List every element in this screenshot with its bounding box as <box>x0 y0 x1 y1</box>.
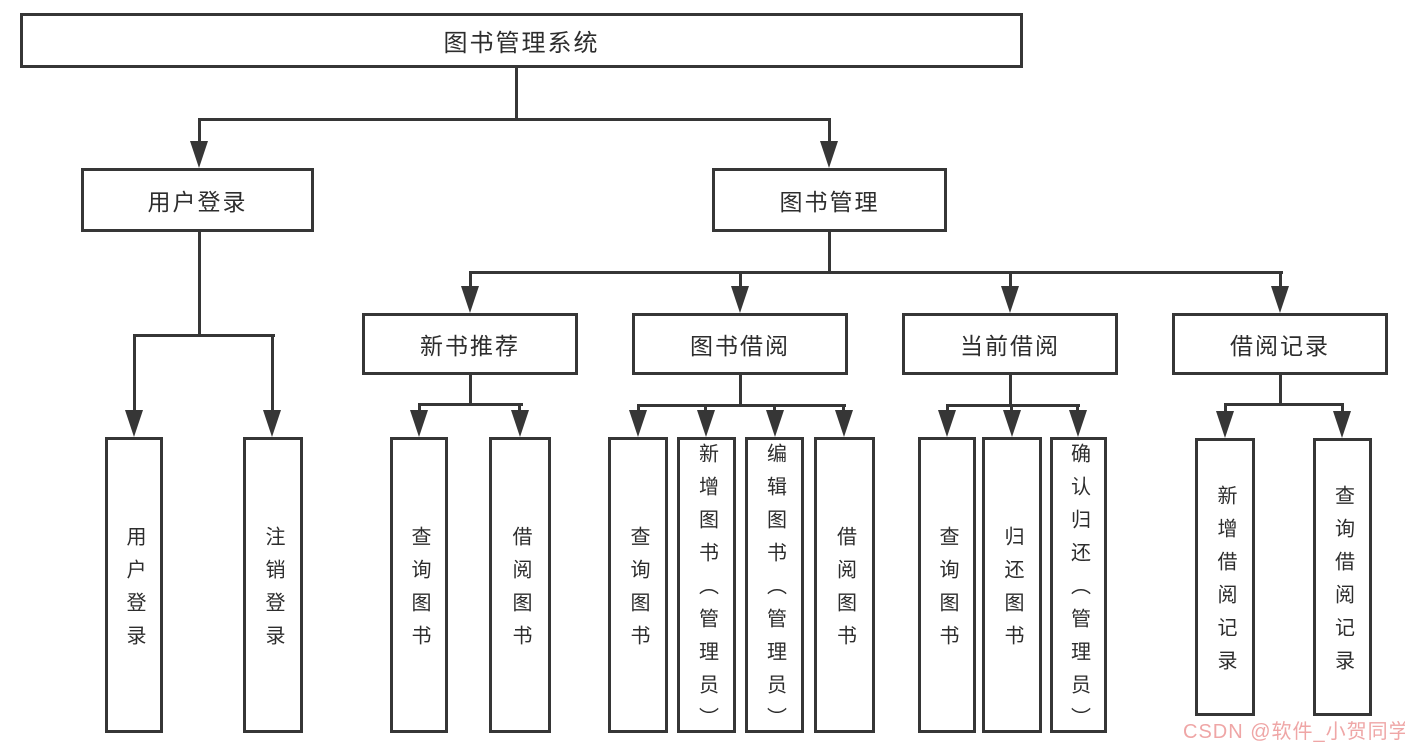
leaf-label: 查询图书 <box>408 525 430 658</box>
leaf-label: 用户登录 <box>123 525 145 658</box>
connector-drop <box>773 404 776 413</box>
leaf-label: 确认归还（管理员） <box>1067 443 1090 740</box>
leaf-borrow-books-recommend: 借阅图书 <box>489 437 551 733</box>
connector-drop <box>198 118 201 144</box>
connector-drop <box>739 271 742 289</box>
connector-drop <box>1224 403 1227 414</box>
connector-drop <box>946 404 949 413</box>
arrowhead <box>263 410 281 437</box>
leaf-confirm-return-admin: 确认归还（管理员） <box>1050 437 1107 740</box>
connector-root-stem <box>515 68 518 120</box>
node-label: 用户登录 <box>147 189 248 215</box>
connector-drop <box>418 403 421 413</box>
node-new-book-recommendation: 新书推荐 <box>362 313 578 375</box>
leaf-label: 编辑图书（管理员） <box>763 443 786 740</box>
connector-borrow-stem <box>739 375 742 407</box>
arrowhead <box>1271 286 1289 313</box>
leaf-label: 注销登录 <box>262 525 284 658</box>
arrowhead <box>511 410 529 437</box>
leaf-label: 查询借阅记录 <box>1331 484 1354 683</box>
node-book-borrowing: 图书借阅 <box>632 313 848 375</box>
node-label: 新书推荐 <box>420 333 520 359</box>
connector-drop <box>637 404 640 413</box>
arrowhead <box>1001 286 1019 313</box>
connector-level2-rail <box>198 118 831 121</box>
leaf-query-books-current: 查询图书 <box>918 437 976 733</box>
arrowhead <box>461 286 479 313</box>
connector-drop <box>1010 404 1013 413</box>
connector-drop <box>1341 403 1344 414</box>
connector-book-mgmt-stem <box>828 232 831 274</box>
arrowhead <box>820 141 838 168</box>
connector-user-login-stem <box>198 232 201 336</box>
leaf-label: 借阅图书 <box>509 525 531 658</box>
connector-drop <box>518 403 521 413</box>
node-borrowing-records: 借阅记录 <box>1172 313 1388 375</box>
node-root: 图书管理系统 <box>20 13 1023 68</box>
leaf-query-books-recommend: 查询图书 <box>390 437 448 733</box>
arrowhead <box>190 141 208 168</box>
node-current-borrowing: 当前借阅 <box>902 313 1118 375</box>
leaf-return-books: 归还图书 <box>982 437 1042 733</box>
arrowhead <box>731 286 749 313</box>
leaf-add-books-admin: 新增图书（管理员） <box>677 437 736 740</box>
arrowhead <box>1216 411 1234 438</box>
connector-drop <box>842 404 845 413</box>
leaf-logout: 注销登录 <box>243 437 303 733</box>
leaf-edit-books-admin: 编辑图书（管理员） <box>745 437 804 740</box>
leaf-label: 新增图书（管理员） <box>695 443 718 740</box>
connector-records-stem <box>1279 375 1282 406</box>
connector-level3-rail <box>469 271 1283 274</box>
arrowhead <box>697 410 715 437</box>
arrowhead <box>410 410 428 437</box>
arrowhead <box>1003 410 1021 437</box>
leaf-borrow-books: 借阅图书 <box>814 437 875 733</box>
arrowhead <box>1333 411 1351 438</box>
connector-drop <box>704 404 707 413</box>
node-label: 当前借阅 <box>960 333 1060 359</box>
connector-borrow-rail <box>637 404 846 407</box>
leaf-label: 新增借阅记录 <box>1214 484 1236 683</box>
connector-records-rail <box>1224 403 1344 406</box>
leaf-label: 归还图书 <box>1001 525 1023 658</box>
arrowhead <box>938 410 956 437</box>
connector-current-rail <box>946 404 1080 407</box>
leaf-label: 借阅图书 <box>833 525 856 658</box>
connector-recommend-stem <box>469 375 472 406</box>
leaf-query-books-borrow: 查询图书 <box>608 437 668 733</box>
arrowhead <box>1069 410 1087 437</box>
leaf-label: 查询图书 <box>936 525 958 658</box>
connector-drop <box>1076 404 1079 413</box>
node-label: 图书管理 <box>779 189 880 215</box>
leaf-query-borrow-record: 查询借阅记录 <box>1313 438 1372 716</box>
connector-drop <box>469 271 472 289</box>
node-label: 图书借阅 <box>690 333 790 359</box>
connector-drop <box>133 334 136 412</box>
connector-current-stem <box>1009 375 1012 407</box>
arrowhead <box>629 410 647 437</box>
connector-drop <box>1009 271 1012 289</box>
node-user-login: 用户登录 <box>81 168 314 232</box>
node-label: 图书管理系统 <box>443 30 600 57</box>
arrowhead <box>766 410 784 437</box>
connector-drop <box>271 334 274 412</box>
connector-recommend-rail <box>418 403 523 406</box>
node-label: 借阅记录 <box>1230 333 1330 359</box>
leaf-add-borrow-record: 新增借阅记录 <box>1195 438 1255 716</box>
arrowhead <box>125 410 143 437</box>
connector-drop <box>1279 271 1282 289</box>
connector-user-login-rail <box>133 334 275 337</box>
arrowhead <box>835 410 853 437</box>
csdn-watermark: CSDN @软件_小贺同学 <box>1183 721 1405 743</box>
connector-drop <box>828 118 831 144</box>
node-book-management: 图书管理 <box>712 168 947 232</box>
leaf-label: 查询图书 <box>627 525 649 658</box>
leaf-user-login: 用户登录 <box>105 437 163 733</box>
